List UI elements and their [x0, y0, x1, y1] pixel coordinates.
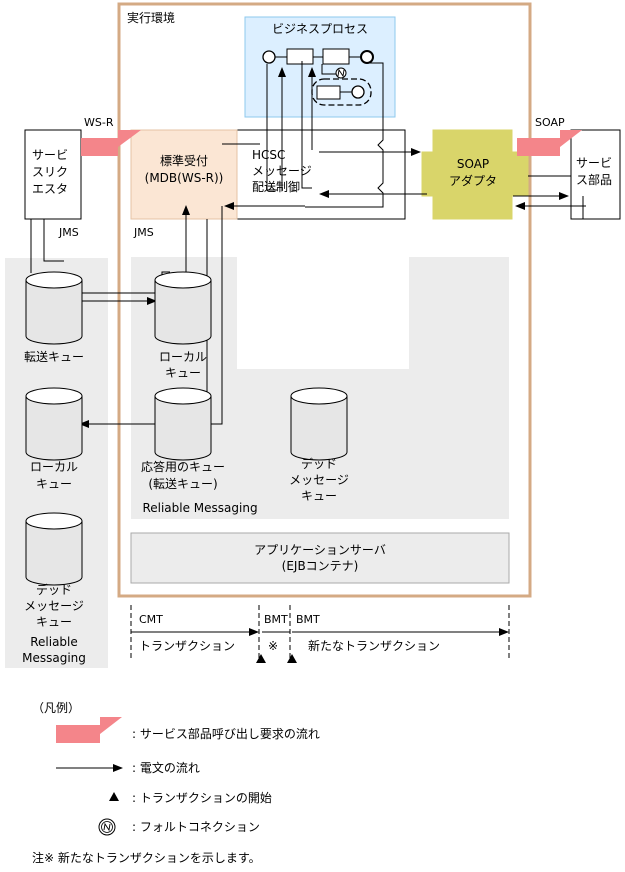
bp-start-node — [262, 50, 276, 64]
service-requester-label-line1: サービ — [32, 148, 68, 162]
service-component-label-line2: ス部品 — [576, 172, 612, 187]
dead-message-queue-left — [25, 512, 83, 586]
protocol-label-soap: SOAP — [535, 116, 565, 129]
standard-reception-box — [130, 129, 238, 220]
bp-activity-1 — [286, 48, 314, 65]
legend-title: （凡例） — [32, 701, 80, 715]
dead-queue-left-label-line2: メッセージ — [24, 599, 84, 613]
hcsc-delivery-control-box — [236, 129, 406, 220]
response-queue-label-line1: 応答用のキュー — [141, 459, 225, 474]
transaction-start-marker-1 — [256, 654, 266, 663]
service-component-box — [570, 129, 621, 220]
application-server-box — [130, 532, 510, 584]
timeline-bmt-label-2: BMT — [296, 613, 320, 626]
reliable-messaging-left-label-line2: Messaging — [22, 651, 86, 665]
request-flow-arrow-soap — [517, 130, 582, 156]
timeline-note-mark: ※ — [268, 639, 278, 653]
dead-queue-left-label-line3: キュー — [36, 615, 72, 629]
timeline-transaction-label: トランザクション — [139, 639, 235, 653]
dead-queue-center-label-line2: メッセージ — [289, 473, 349, 487]
dead-queue-left-label-line1: デッド — [36, 582, 72, 597]
response-queue-label-line2: (転送キュー) — [148, 476, 217, 491]
legend-fault-connection-icon-inner — [101, 821, 113, 833]
legend-request-flow-label: : サービス部品呼び出し要求の流れ — [132, 726, 320, 741]
transaction-start-marker-2 — [287, 654, 297, 663]
transfer-queue-left — [25, 271, 83, 345]
hcsc-label-line3: 配送制御 — [252, 179, 300, 194]
business-process-box — [244, 16, 396, 118]
legend-request-flow-icon — [56, 717, 122, 743]
dead-queue-center-label-line1: デッド — [301, 456, 337, 471]
local-queue-center-label-line2: キュー — [165, 366, 201, 380]
protocol-label-wsr: WS-R — [84, 116, 114, 129]
service-component-label-line1: サービ — [576, 156, 612, 170]
bp-end-node — [360, 50, 374, 64]
msg-bp-loop-right — [305, 62, 384, 208]
timeline-bmt-label-1: BMT — [264, 613, 288, 626]
soap-adapter-label-line2: アダプタ — [449, 173, 497, 188]
application-server-label-line1: アプリケーションサーバ — [254, 543, 386, 557]
local-queue-center-label-line1: ローカル — [159, 350, 207, 364]
protocol-label-jms-left: JMS — [58, 226, 79, 239]
protocol-label-jms-center: JMS — [133, 226, 154, 239]
service-requester-label-line2: スリク — [32, 165, 68, 179]
local-queue-left-label-line1: ローカル — [30, 460, 78, 474]
transfer-queue-left-label: 転送キュー — [24, 349, 84, 364]
bp-fault-connector — [321, 64, 338, 75]
response-queue — [154, 387, 212, 461]
execution-environment-title: 実行環境 — [127, 10, 175, 25]
hcsc-label-line1: HCSC — [252, 148, 285, 162]
legend-transaction-start-label: : トランザクションの開始 — [132, 791, 272, 805]
timeline-new-transaction-label: 新たなトランザクション — [308, 638, 440, 653]
reliable-messaging-center-label: Reliable Messaging — [142, 501, 257, 515]
timeline-cmt-label: CMT — [139, 613, 163, 626]
legend-fault-connection-icon-glyph — [103, 822, 111, 832]
bp-activity-2 — [322, 48, 350, 65]
msg-hcsc-to-bp-1 — [266, 64, 277, 191]
execution-environment — [117, 2, 532, 598]
legend-fault-connection-label: : フォルトコネクション — [132, 820, 260, 834]
dead-queue-center-label-line3: キュー — [301, 489, 337, 503]
legend-message-flow-label: : 電文の流れ — [132, 760, 200, 775]
standard-reception-label-line1: 標準受付 — [160, 153, 208, 168]
request-flow-arrow-wsr — [81, 130, 141, 156]
local-queue-center — [154, 271, 212, 345]
legend-transaction-start-icon — [109, 792, 119, 801]
transaction-timeline — [130, 605, 510, 660]
service-requester-box — [24, 129, 82, 220]
soap-adapter-label-line1: SOAP — [457, 157, 489, 171]
bp-fault-activity — [316, 85, 341, 100]
soap-adapter-box — [421, 129, 529, 220]
service-requester-label-line3: エスタ — [32, 182, 68, 196]
application-server-label-line2: (EJBコンテナ) — [282, 559, 359, 573]
msg-requester-to-local-queue — [43, 219, 64, 262]
msg-bp-down-1 — [301, 61, 312, 189]
fault-connection-icon-glyph — [337, 68, 345, 78]
dead-message-queue-center — [290, 387, 348, 461]
footnote: 注※ 新たなトランザクションを示します。 — [32, 850, 261, 865]
local-queue-left — [25, 387, 83, 461]
reliable-messaging-left-label-line1: Reliable — [30, 635, 78, 649]
standard-reception-label-line2: (MDB(WS-R)) — [145, 171, 224, 185]
message-flow-lines — [30, 61, 586, 428]
bp-fault-end-node — [351, 85, 365, 99]
local-queue-left-label-line2: キュー — [36, 477, 72, 491]
business-process-title: ビジネスプロセス — [272, 22, 368, 36]
